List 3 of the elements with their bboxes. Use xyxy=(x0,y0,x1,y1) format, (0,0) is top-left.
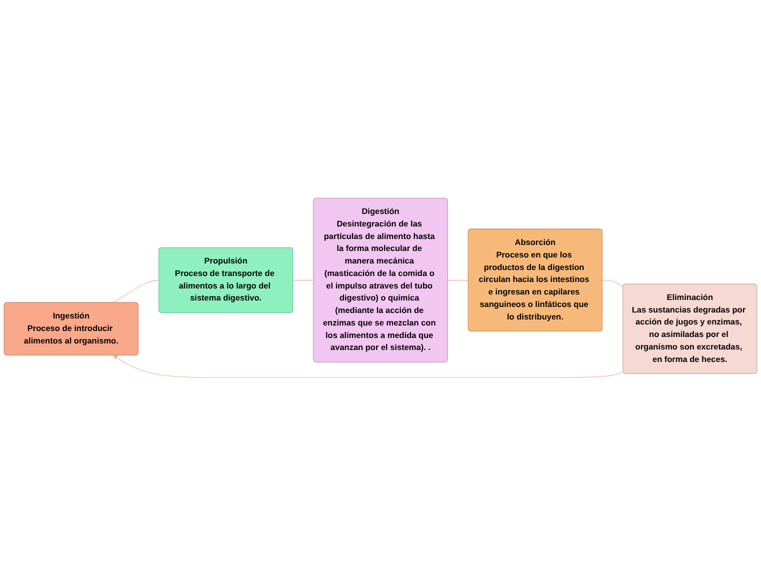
connector xyxy=(602,280,624,287)
connector xyxy=(112,280,160,303)
arrow xyxy=(112,354,624,378)
